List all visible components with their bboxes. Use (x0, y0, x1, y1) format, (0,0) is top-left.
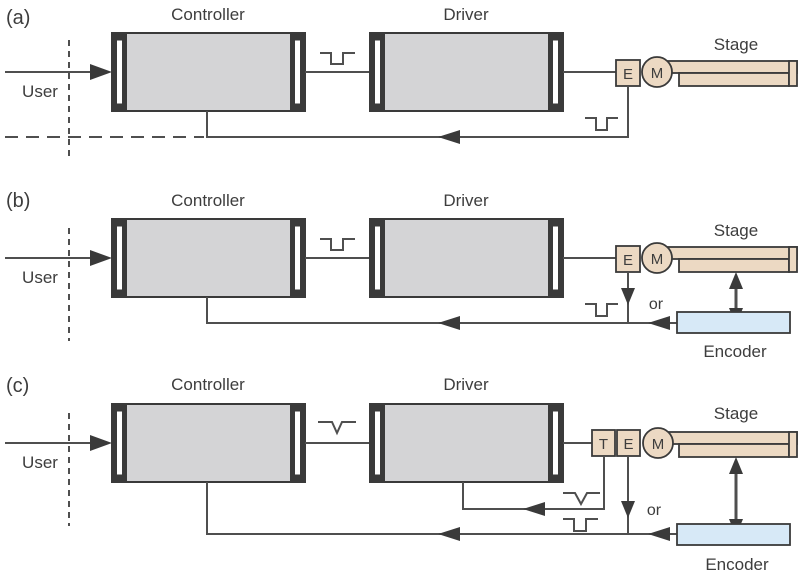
feedback-pulse-icon (585, 303, 618, 317)
encoder-arrowhead-icon (648, 316, 670, 330)
motor-m-circle (641, 242, 673, 274)
feedback-line (206, 297, 677, 324)
motor-m-circle (642, 427, 674, 459)
analog-notch-icon (563, 492, 600, 507)
analog-notch-icon (318, 421, 356, 436)
driver-left-slot (374, 225, 381, 291)
controller-right-slot (294, 39, 301, 105)
stage-carriage (678, 72, 790, 87)
controller-box (111, 218, 306, 298)
driver-box (369, 218, 564, 298)
driver-label: Driver (443, 375, 489, 394)
encoder-e-letter: E (623, 66, 633, 83)
panel-letter: (b) (6, 190, 30, 212)
encoder-e-letter: E (623, 252, 633, 269)
controller-right-slot (294, 410, 301, 476)
step-pulse-icon (320, 238, 355, 251)
user-arrowhead-icon (90, 64, 112, 80)
controller-left-slot (116, 225, 123, 291)
user-label: User (22, 453, 58, 472)
encoder-e-box (615, 245, 641, 273)
up-arrowhead-icon (729, 272, 743, 289)
tachometer-arrowhead-icon (523, 502, 545, 516)
controller-label: Controller (171, 5, 245, 24)
feedback-pulse-icon (585, 117, 618, 131)
driver-left-slot (374, 410, 381, 476)
stage-endcap (788, 60, 798, 87)
driver-label: Driver (443, 5, 489, 24)
stage-label: Stage (714, 221, 758, 240)
driver-right-slot (552, 39, 559, 105)
encoder-label: Encoder (703, 342, 767, 361)
user-label: User (22, 268, 58, 287)
stage-carriage (678, 258, 790, 273)
stage-endcap (788, 246, 798, 273)
panel-c: (c) User Controller Driver Stage T E M (5, 375, 798, 574)
encoder-box (676, 311, 791, 334)
driver-box (369, 32, 564, 112)
stage-rail (664, 246, 798, 260)
stage-carriage (678, 443, 790, 458)
feedback-pulse-icon (563, 518, 598, 532)
encoder-arrowhead-icon (648, 527, 670, 541)
step-pulse-icon (320, 52, 355, 65)
controller-box (111, 403, 306, 483)
driver-left-slot (374, 39, 381, 105)
feedback-line (206, 482, 677, 535)
up-arrowhead-icon (729, 457, 743, 474)
or-label: or (647, 502, 662, 519)
stage-rail (664, 431, 798, 445)
stage-label: Stage (714, 35, 758, 54)
controller-left-slot (116, 39, 123, 105)
stage-endcap (788, 431, 798, 458)
panel-letter: (c) (6, 375, 29, 397)
controller-label: Controller (171, 375, 245, 394)
user-label: User (22, 82, 58, 101)
motor-m-letter: M (651, 251, 664, 268)
driver-box (369, 403, 564, 483)
driver-right-slot (552, 225, 559, 291)
user-arrowhead-icon (90, 435, 112, 451)
encoder-e-box (615, 59, 641, 87)
stage-rail (664, 60, 798, 74)
motor-m-letter: M (651, 65, 664, 82)
encoder-e-letter: E (623, 436, 633, 453)
tachometer-t-letter: T (599, 436, 608, 453)
driver-right-slot (552, 410, 559, 476)
feedback-line (206, 86, 629, 138)
encoder-label: Encoder (705, 555, 769, 574)
down-arrowhead-icon (621, 288, 635, 305)
encoder-box (676, 523, 791, 546)
motor-m-circle (641, 56, 673, 88)
controller-left-slot (116, 410, 123, 476)
down-arrowhead-icon (621, 501, 635, 518)
controller-box (111, 32, 306, 112)
feedback-arrowhead-icon (438, 130, 460, 144)
controller-label: Controller (171, 191, 245, 210)
motor-m-letter: M (652, 436, 665, 453)
or-label: or (649, 296, 664, 313)
driver-label: Driver (443, 191, 489, 210)
panel-a: (a) User Controller Driver Stage E M (5, 5, 798, 157)
user-arrowhead-icon (90, 250, 112, 266)
feedback-arrowhead-icon (438, 316, 460, 330)
feedback-arrowhead-icon (438, 527, 460, 541)
controller-right-slot (294, 225, 301, 291)
stage-label: Stage (714, 404, 758, 423)
panel-letter: (a) (6, 7, 30, 29)
panel-b: (b) User Controller Driver Stage E M (5, 190, 798, 361)
